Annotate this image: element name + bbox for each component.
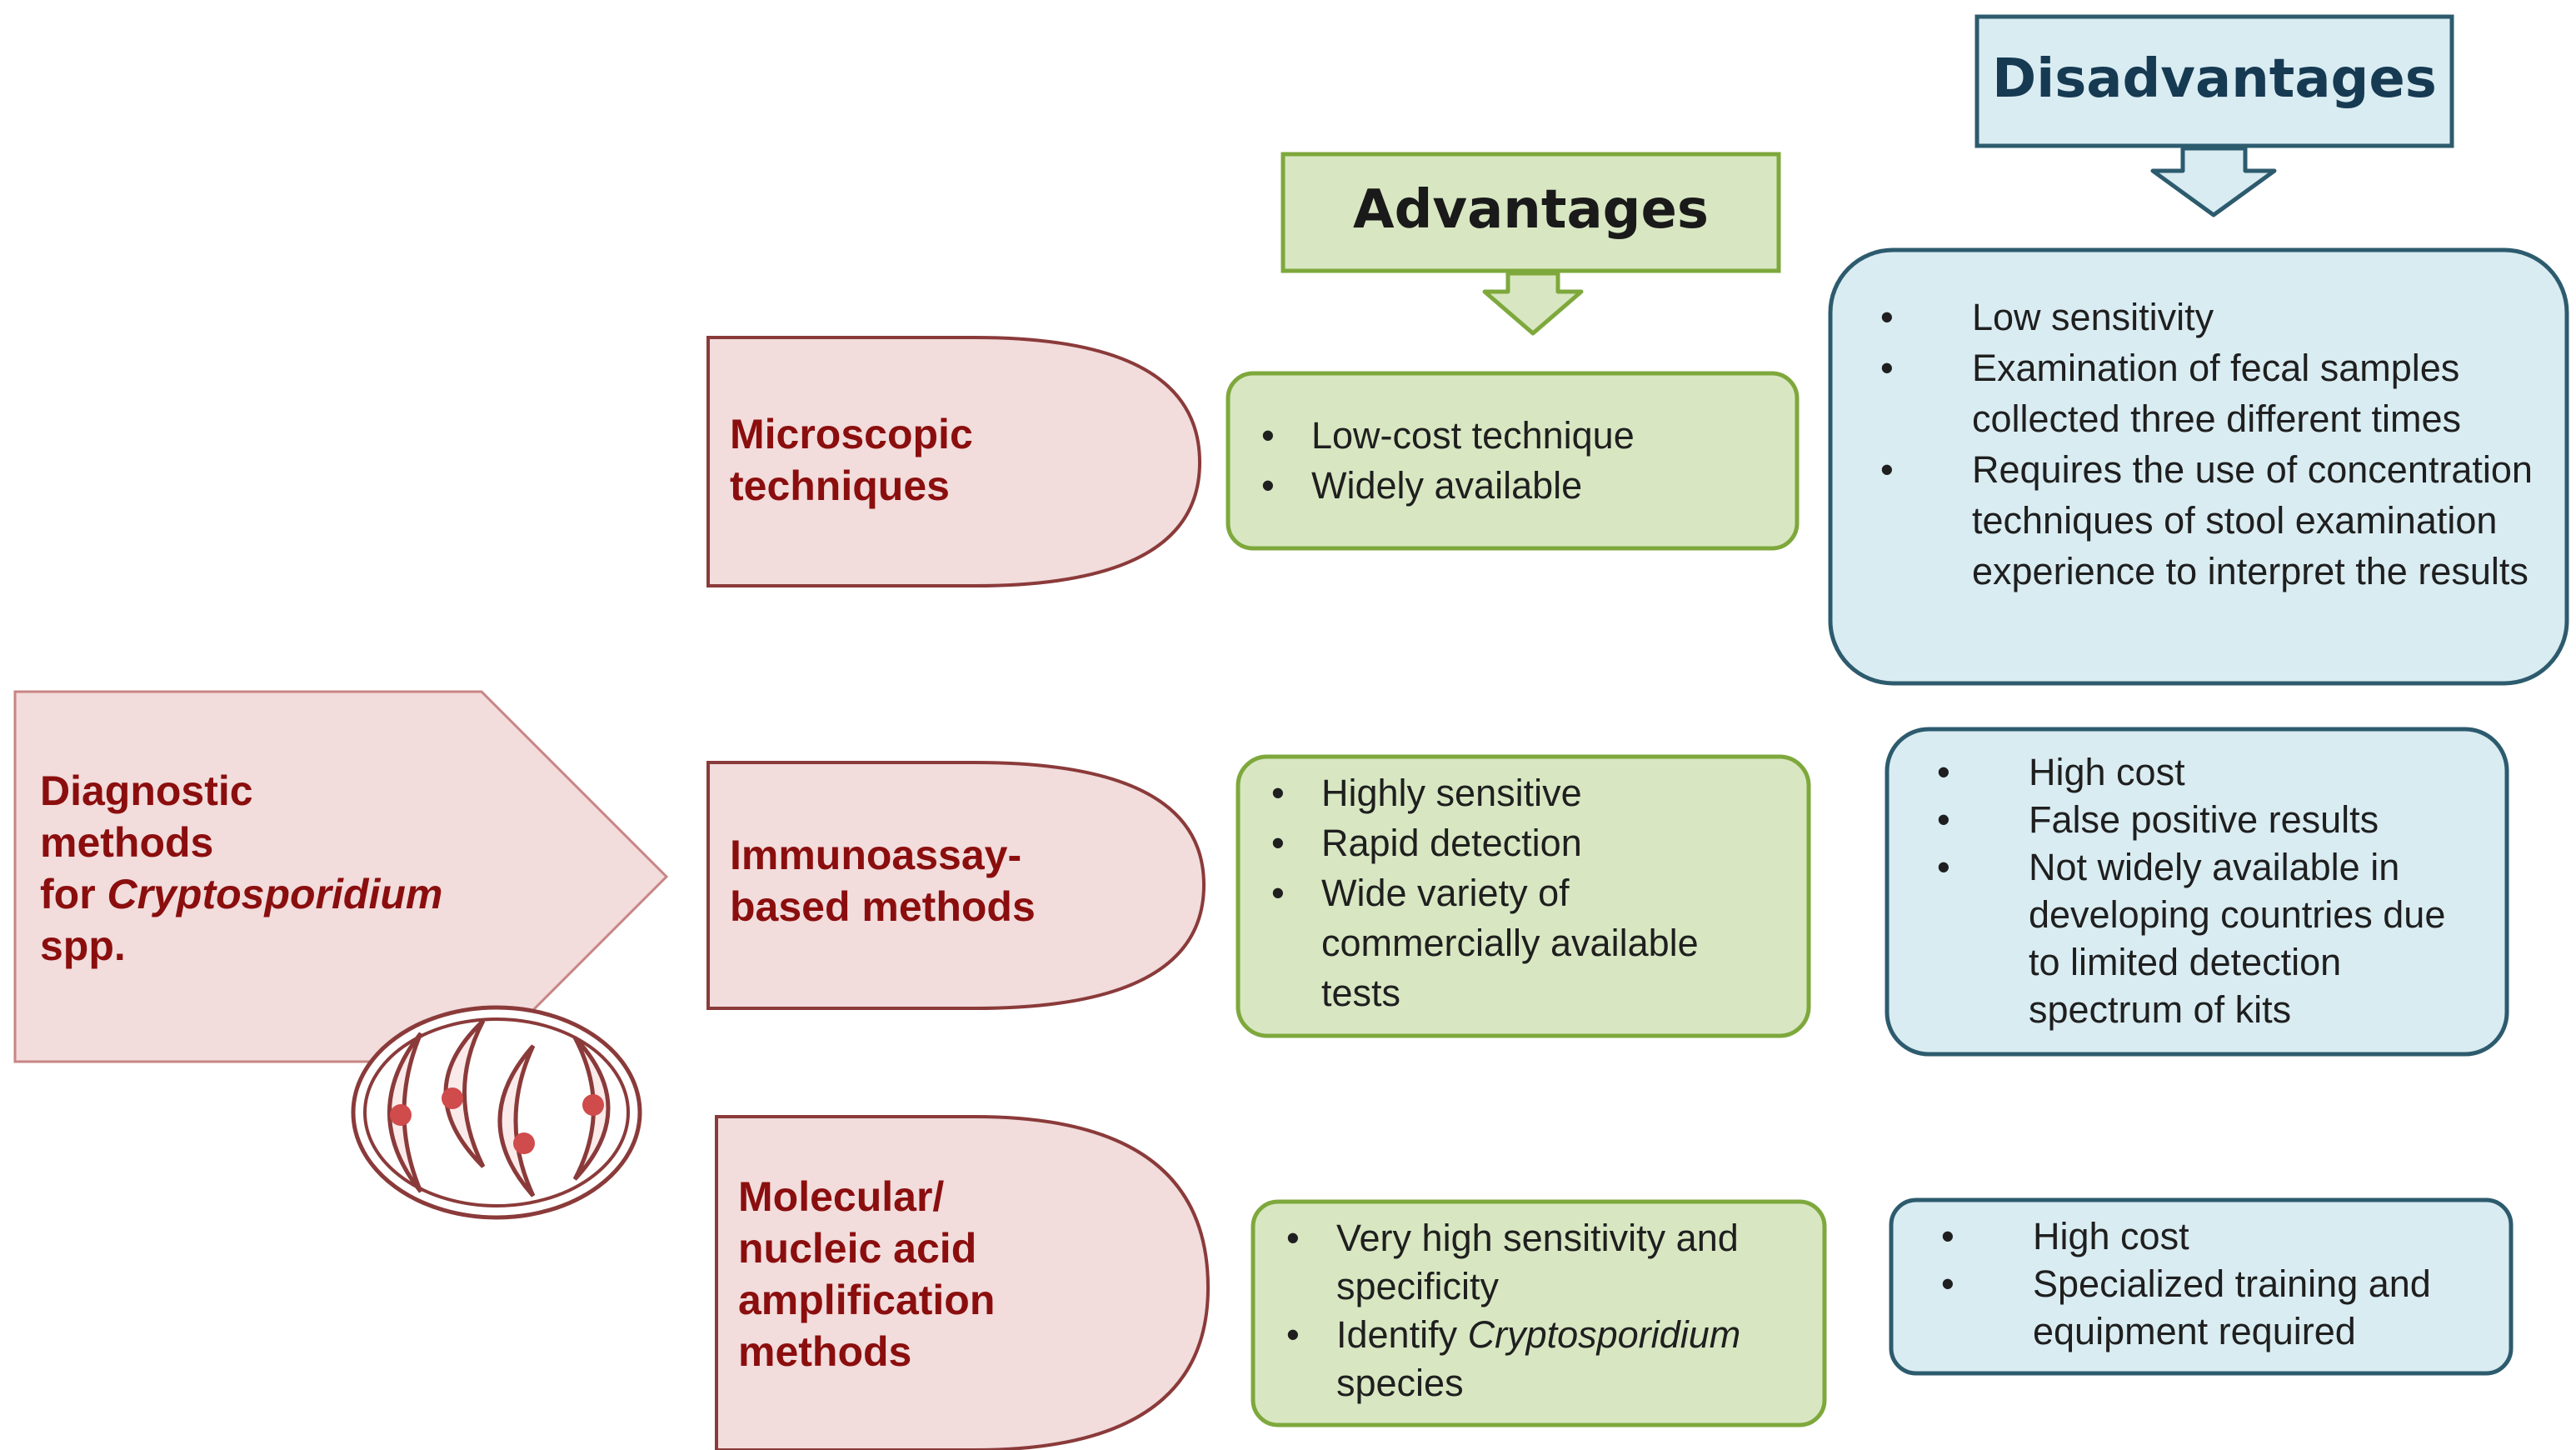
root-label-line-1: Diagnostic: [40, 768, 253, 814]
method-label-molecular: Molecular/ nucleic acid amplification me…: [738, 1171, 995, 1378]
cryptosporidium-oocyst-icon: [351, 1005, 642, 1220]
method-shape-immunoassay: [706, 761, 1206, 1010]
method-label-line: Molecular/: [738, 1173, 945, 1220]
disadvantages-list-immunoassay: High cost False positive results Not wid…: [1887, 748, 2479, 1033]
root-arrow-shape: [13, 690, 669, 1063]
root-label-line-2: methods: [40, 819, 214, 866]
method-label-line: methods: [738, 1328, 912, 1375]
advantages-header-box: [1281, 152, 1781, 273]
genus-name: Cryptosporidium: [1467, 1313, 1741, 1356]
method-label-line: Immunoassay-: [730, 832, 1022, 878]
list-item: Highly sensitive: [1238, 768, 1755, 818]
list-item-text: Identify: [1336, 1313, 1468, 1356]
list-item: Very high sensitivity and specificity: [1253, 1214, 1786, 1311]
method-label-immunoassay: Immunoassay- based methods: [730, 829, 1036, 932]
list-item: Specialized training and equipment requi…: [1891, 1260, 2491, 1355]
root-label-prefix: for: [40, 871, 107, 918]
disadvantages-list-molecular: High cost Specialized training and equip…: [1891, 1212, 2491, 1355]
disadvantages-arrow-icon: [2150, 146, 2277, 218]
disadvantages-list-microscopic: Low sensitivity Examination of fecal sam…: [1830, 292, 2547, 597]
advantages-header: Advantages: [1353, 179, 1709, 241]
advantages-list-molecular: Very high sensitivity and specificity Id…: [1253, 1214, 1786, 1408]
list-item: Wide variety of commercially available t…: [1238, 868, 1755, 1018]
method-shape-molecular: [715, 1115, 1211, 1450]
method-label-line: based methods: [730, 883, 1036, 930]
root-label-line-4: spp.: [40, 922, 126, 969]
advantages-arrow-icon: [1482, 271, 1584, 336]
list-item: Rapid detection: [1238, 818, 1755, 868]
disadvantages-header: Disadvantages: [1992, 48, 2437, 110]
list-item: Not widely available in developing count…: [1887, 843, 2479, 1033]
method-label-line: nucleic acid: [738, 1225, 977, 1272]
method-label-line: techniques: [730, 462, 950, 509]
method-label-line: amplification: [738, 1277, 996, 1323]
method-label-line: Microscopic: [730, 411, 973, 458]
list-item: Identify Cryptosporidium species: [1253, 1311, 1786, 1408]
list-item: False positive results: [1887, 796, 2479, 843]
method-label-microscopic: Microscopic techniques: [730, 408, 973, 512]
method-shape-microscopic: [706, 336, 1202, 588]
list-item: Widely available: [1228, 461, 1795, 511]
advantages-list-immunoassay: Highly sensitive Rapid detection Wide va…: [1238, 768, 1755, 1018]
disadvantages-header-box: [1974, 14, 2454, 148]
list-item: Examination of fecal samples collected t…: [1830, 342, 2547, 444]
root-label-genus: Cryptosporidium: [107, 871, 443, 918]
advantages-list-microscopic: Low-cost technique Widely available: [1228, 411, 1795, 511]
list-item: High cost: [1891, 1212, 2491, 1260]
root-label-line-3: for Cryptosporidium: [40, 868, 507, 920]
list-item: High cost: [1887, 748, 2479, 796]
list-item-suffix: species: [1336, 1362, 1464, 1404]
list-item: Low sensitivity: [1830, 292, 2547, 342]
list-item: Requires the use of concentration techni…: [1830, 444, 2547, 597]
list-item: Low-cost technique: [1228, 411, 1795, 461]
root-label: Diagnostic methods for Cryptosporidium s…: [40, 765, 507, 972]
